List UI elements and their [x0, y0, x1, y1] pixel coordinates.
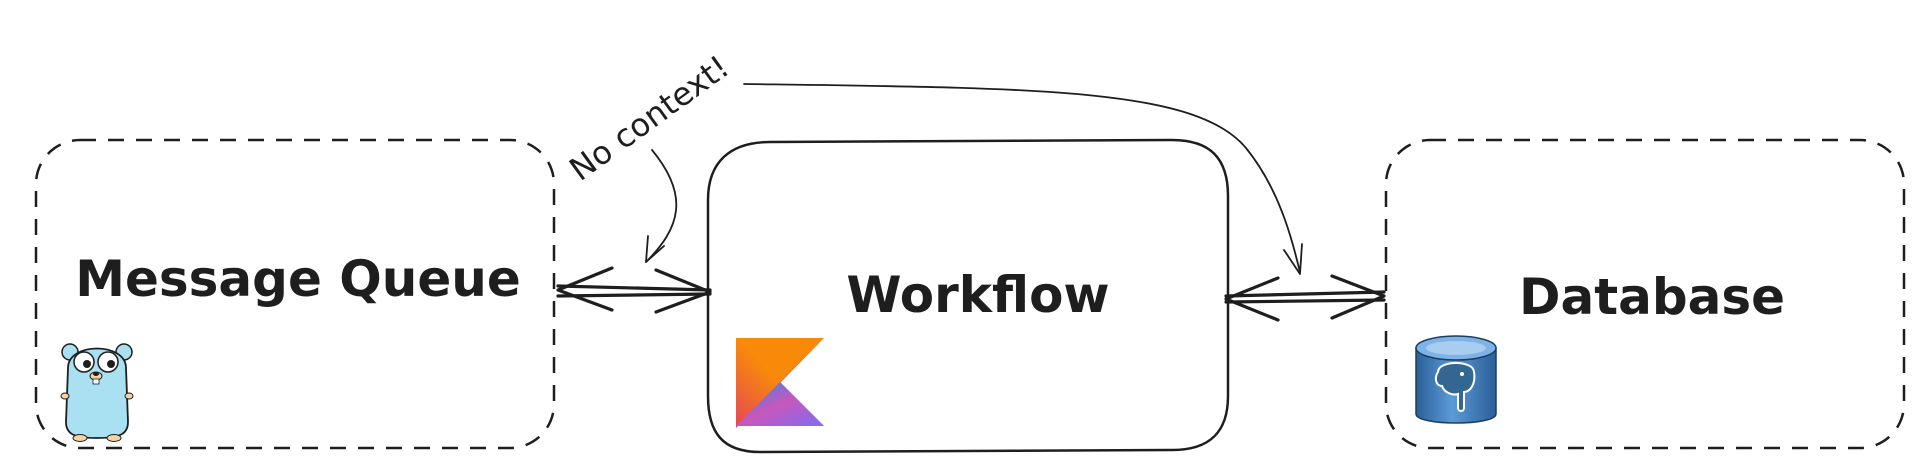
no-context-pointer-arrow	[645, 149, 678, 263]
database-label: Database	[1519, 268, 1785, 326]
kotlin-logo-icon	[736, 338, 824, 428]
workflow-label: Workflow	[846, 266, 1109, 324]
no-context-label: No context!	[562, 48, 736, 189]
no-context-annotation: No context!	[562, 48, 1303, 275]
message-queue-label: Message Queue	[75, 250, 521, 308]
postgresql-logo-icon	[1415, 335, 1497, 424]
message-queue-node[interactable]: Message Queue	[34, 138, 556, 450]
workflow-box	[706, 138, 1230, 454]
go-gopher-icon	[60, 343, 134, 442]
queue-workflow-arrow	[556, 266, 712, 314]
database-node[interactable]: Database	[1384, 138, 1906, 450]
no-context-long-arrow	[743, 83, 1301, 273]
workflow-database-arrow	[1224, 274, 1386, 322]
workflow-node[interactable]: Workflow	[706, 138, 1230, 454]
